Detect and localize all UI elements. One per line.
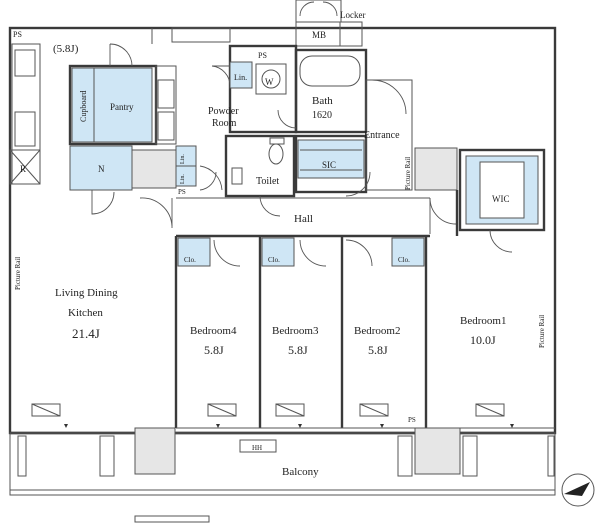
outer-walls (8, 26, 557, 523)
bedroom2-size-label: 5.8J (368, 343, 388, 357)
locker-mb: Locker MB (295, 0, 365, 47)
wic-area: WIC (458, 148, 546, 253)
mb-label: MB (312, 30, 326, 40)
bedroom3-label: Bedroom3 (272, 325, 319, 337)
lin-label-2: Lin. (180, 174, 186, 184)
ps-label-3: PS (258, 51, 267, 60)
sic-label: SIC (322, 160, 336, 170)
room-labels: Living Dining Kitchen 21.4J Picture Rail… (14, 257, 546, 357)
wic-label: WIC (492, 194, 510, 204)
bath-size-label: 1620 (312, 110, 332, 121)
bath-label: Bath (312, 95, 333, 107)
clo-label-2: Clo. (398, 256, 410, 264)
picture-rail-label-1: Picture Rail (14, 257, 22, 290)
clo-label-4: Clo. (184, 256, 196, 264)
hatch-label: HH (252, 444, 262, 452)
lin-label-1: Lin. (180, 154, 186, 164)
toilet-label: Toilet (256, 176, 279, 187)
powder-room-label-2: Room (212, 118, 237, 129)
hall-area: Hall (176, 171, 457, 238)
north-arrow-icon (561, 473, 595, 507)
aircon-units: PS (31, 403, 514, 428)
balcony-area: HH Balcony (239, 439, 319, 478)
wet-area: PS Lin. W Powder Room Bath 1620 Toilet S… (208, 44, 413, 217)
closets: Clo. Clo. Clo. (177, 237, 425, 267)
picture-rail-label-2: Picture Rail (404, 157, 412, 190)
ldk-label-1: Living Dining (55, 287, 118, 299)
bedroom1-label: Bedroom1 (460, 315, 506, 327)
structural-columns (17, 147, 555, 477)
cupboard-label: Cupboard (79, 90, 88, 122)
lin-label-3: Lin. (234, 73, 247, 82)
locker-label: Locker (340, 10, 365, 20)
washer-label: W (265, 77, 274, 87)
hall-label: Hall (294, 213, 313, 225)
bedroom4-size-label: 5.8J (204, 343, 224, 357)
balcony-label: Balcony (282, 466, 319, 478)
room-size-label: (5.8J) (53, 43, 79, 55)
bedroom1-size-label: 10.0J (470, 333, 496, 347)
ldk-size-label: 21.4J (72, 326, 100, 341)
pantry-label: Pantry (110, 102, 134, 112)
ps-label-1: PS (13, 30, 22, 39)
kitchen-block: PS (5.8J) R Cupboard Pantry N Lin. Lin. … (9, 27, 231, 228)
entrance-label: Entrance (364, 130, 400, 141)
clo-label-3: Clo. (268, 256, 280, 264)
refrigerator-label: R (20, 164, 26, 174)
bedroom4-label: Bedroom4 (190, 325, 237, 337)
ps-label-2: PS (178, 188, 186, 196)
picture-rail-label-3: Picture Rail (538, 315, 546, 348)
bedroom3-size-label: 5.8J (288, 343, 308, 357)
powder-room-label-1: Powder (208, 106, 239, 117)
bedroom2-label: Bedroom2 (354, 325, 400, 337)
ps-label-4: PS (408, 416, 416, 424)
bedroom-partitions (174, 190, 555, 429)
ldk-label-2: Kitchen (68, 307, 103, 319)
n-label: N (98, 164, 105, 174)
